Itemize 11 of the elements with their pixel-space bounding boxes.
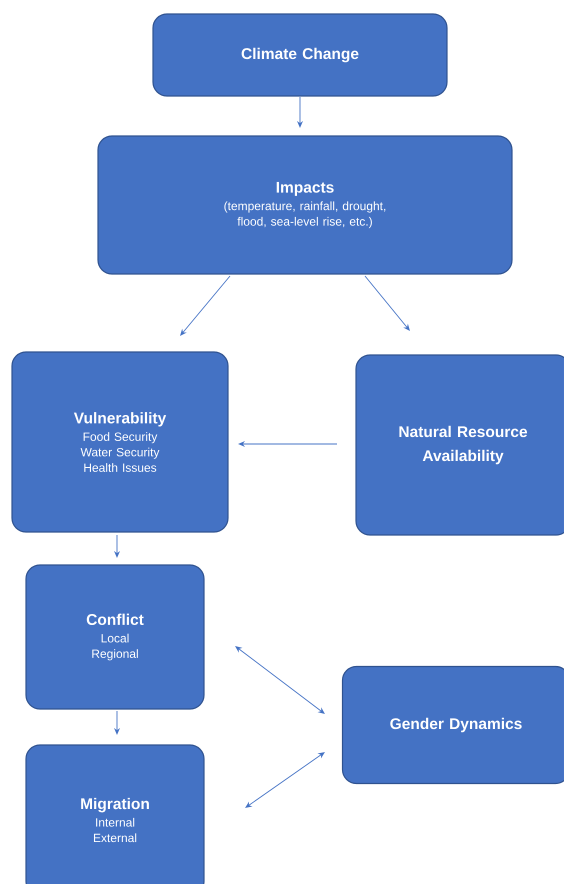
process-box: Conflict Local Regional (25, 564, 205, 710)
process-box: Impacts (temperature, rainfall, drought, flood, sea-level rise, etc.) (97, 135, 513, 275)
process-box: Natural Resource Availability (355, 354, 564, 536)
process-box: Climate Change (152, 13, 448, 97)
arrow (364, 276, 410, 331)
arrow (235, 646, 325, 714)
process-box: Gender Dynamics (342, 666, 564, 784)
arrow (180, 276, 230, 336)
process-box: Migration Internal External (25, 744, 205, 884)
process-box: Vulnerability Food Security Water Security Health Issues (11, 351, 229, 533)
arrow (245, 752, 325, 808)
